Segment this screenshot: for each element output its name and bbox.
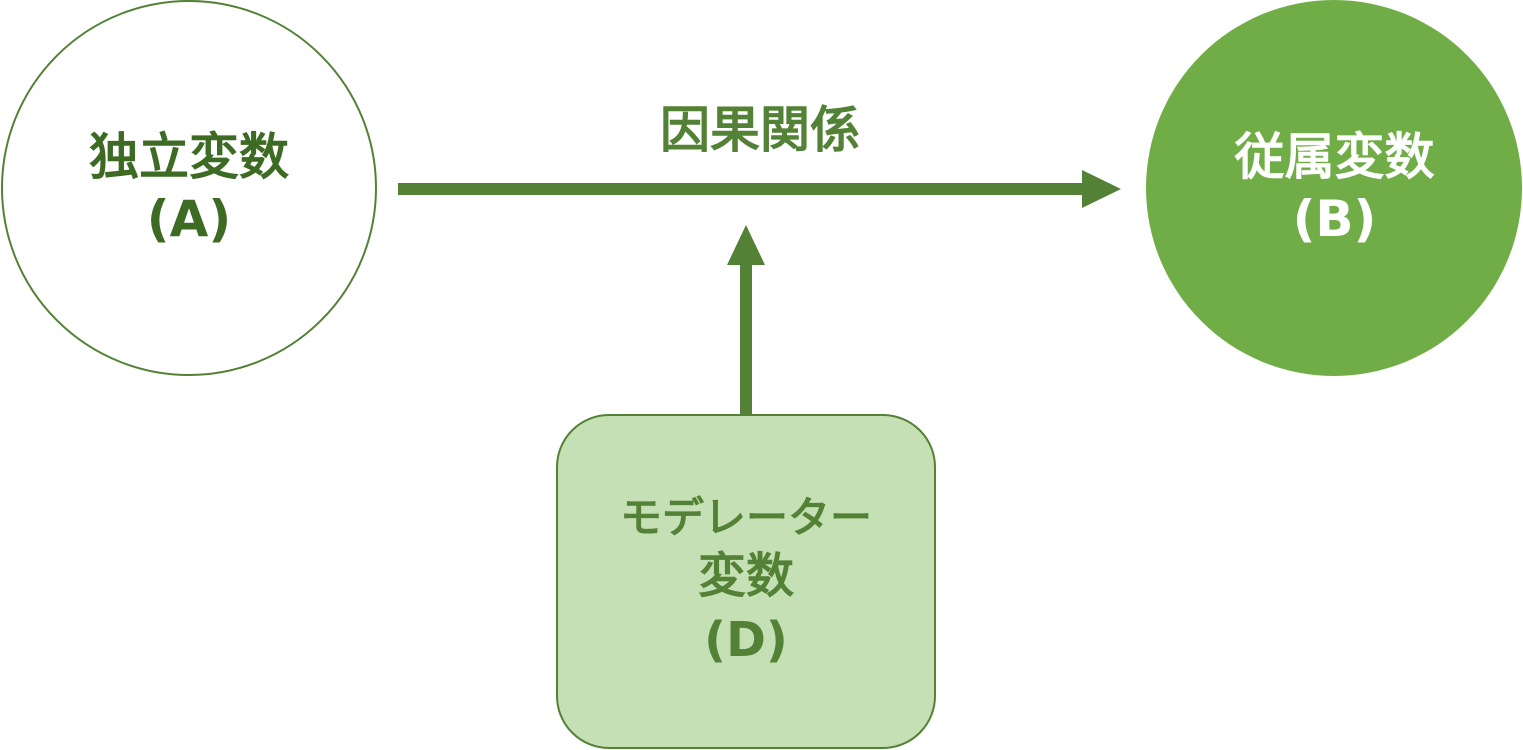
causal-arrow-head: [1082, 170, 1121, 208]
dependent-variable-label: 従属変数 (B): [1146, 0, 1523, 376]
moderator-variable-node: [556, 414, 936, 749]
dependent-variable-title: 従属変数: [1234, 127, 1435, 186]
independent-variable-title: 独立変数: [89, 127, 289, 186]
dependent-variable-node: [1146, 0, 1522, 376]
dependent-variable-code: (B): [1292, 190, 1377, 248]
moderation-arrow-head: [727, 225, 765, 265]
moderator-variable-title: モデレーター: [619, 492, 872, 542]
independent-variable-code: (A): [146, 190, 232, 248]
moderator-variable-label: モデレーター 変数 (D): [556, 414, 936, 748]
causal-relationship-label: 因果関係: [660, 101, 860, 159]
independent-variable-label: 独立変数 (A): [0, 0, 378, 376]
moderator-variable-code: (D): [704, 611, 788, 668]
independent-variable-node: [1, 0, 377, 376]
moderator-variable-subtitle: 変数: [697, 548, 794, 605]
